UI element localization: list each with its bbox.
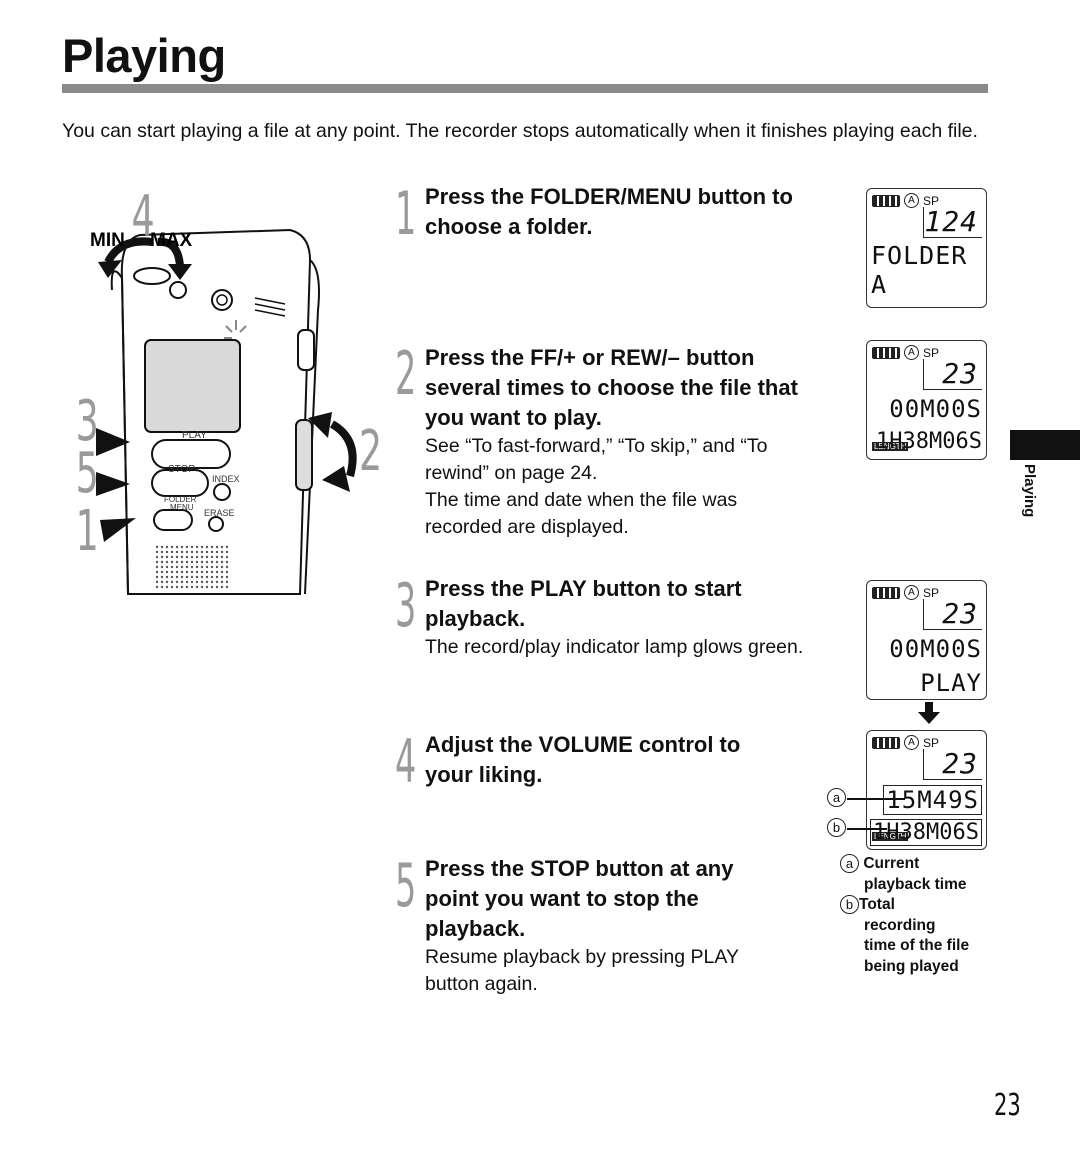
status-readout: PLAY [920, 669, 982, 697]
step-5-title-line: point you want to stop the [425, 886, 699, 911]
callout-2: 2 [359, 419, 382, 484]
marker-b-line [847, 828, 887, 830]
step-5-body-line: Resume playback by pressing PLAY [425, 946, 739, 968]
step-5: Press the STOP button at any point you w… [425, 854, 845, 998]
step-3-number: 3 [395, 571, 417, 641]
length-readout: 1H38M06S [876, 429, 982, 454]
legend-a-line: playback time [864, 875, 967, 893]
callout-4: 4 [132, 184, 155, 249]
legend-b-line: time of the file [864, 937, 970, 954]
index-label: INDEX [212, 474, 240, 484]
menu-label: MENU [170, 503, 194, 512]
step-2: Press the FF/+ or REW/– button several t… [425, 343, 855, 541]
callout-1: 1 [76, 499, 99, 564]
step-3-title-line: Press the PLAY button to start [425, 576, 742, 601]
section-tab-label: Playing [1021, 464, 1038, 518]
legend-b-line: being played [864, 957, 959, 975]
min-label: MIN [90, 230, 125, 251]
step-4-title-line: your liking. [425, 762, 543, 787]
battery-icon [872, 346, 900, 359]
step-4: Adjust the VOLUME control to your liking… [425, 730, 845, 790]
step-5-body-line: button again. [425, 973, 538, 995]
step-4-title-line: Adjust the VOLUME control to [425, 732, 741, 757]
lcd-display-file: A SP 23 00M00S LENGTH 1H38M06S [866, 340, 987, 460]
step-3-title-line: playback. [425, 606, 526, 631]
legend-b-line: recording [864, 916, 936, 934]
file-number: 23 [942, 747, 978, 780]
lcd-display-playing: A SP 23 15M49S LENGTH 1H38M06S [866, 730, 987, 850]
step-5-number: 5 [395, 851, 417, 921]
speaker-grille [156, 545, 228, 590]
mode-indicator: SP [923, 193, 940, 208]
battery-icon [872, 194, 900, 207]
marker-a: a [827, 788, 846, 807]
step-2-number: 2 [395, 339, 417, 409]
stop-label: STOP [168, 464, 195, 475]
callout-5: 5 [76, 441, 99, 506]
step-2-title-line: several times to choose the file that [425, 375, 798, 400]
file-number: 124 [924, 205, 978, 238]
step-2-body-line: See “To fast-forward,” “To skip,” and “T… [425, 435, 768, 457]
step-2-body-line: rewind” on page 24. [425, 462, 598, 484]
length-tag: LENGTH [872, 442, 909, 451]
lcd-display-folder: A SP 124 FOLDER A [866, 188, 987, 308]
folder-indicator: A [904, 735, 919, 750]
current-time-readout: 15M49S [883, 785, 982, 815]
battery-icon [872, 736, 900, 749]
folder-label: FOLDER [164, 495, 197, 504]
total-length-readout: 1H38M06S [870, 819, 982, 846]
length-tag: LENGTH [872, 832, 909, 841]
file-number: 23 [942, 357, 978, 390]
step-2-title-line: you want to play. [425, 405, 602, 430]
step-1-title-line: choose a folder. [425, 214, 593, 239]
marker-a-line [847, 798, 905, 800]
mode-indicator: SP [923, 585, 940, 600]
callout-3: 3 [76, 389, 99, 454]
time-readout: 00M00S [889, 395, 982, 423]
mode-indicator: SP [923, 735, 940, 750]
page-number: 23 [994, 1088, 1021, 1123]
intro-paragraph: You can start playing a file at any poin… [62, 120, 978, 142]
file-number: 23 [942, 597, 978, 630]
step-2-body-line: The time and date when the file was [425, 489, 738, 511]
legend-a-marker: a [840, 854, 859, 873]
erase-label: ERASE [204, 508, 235, 518]
arrow-down-icon [918, 702, 940, 724]
legend-b-line: Total [859, 896, 895, 913]
legend-b-marker: b [840, 895, 859, 914]
lcd-display-play: A SP 23 00M00S PLAY [866, 580, 987, 700]
max-label: MAX [150, 230, 193, 251]
folder-indicator: A [904, 193, 919, 208]
step-4-number: 4 [395, 727, 417, 797]
folder-line: FOLDER A [871, 241, 968, 299]
recorder-illustration: PLAY STOP INDEX FOLDER MENU ERASE 4 3 5 … [76, 184, 382, 595]
step-2-title-line: Press the FF/+ or REW/– button [425, 345, 755, 370]
step-1-number: 1 [395, 179, 417, 249]
mode-indicator: SP [923, 345, 940, 360]
step-1-title-line: Press the FOLDER/MENU button to [425, 184, 793, 209]
step-3-body-line: The record/play indicator lamp glows gre… [425, 636, 804, 658]
step-3: Press the PLAY button to start playback.… [425, 574, 865, 661]
play-label: PLAY [182, 430, 207, 441]
folder-indicator: A [904, 585, 919, 600]
time-readout: 00M00S [889, 635, 982, 663]
step-1: Press the FOLDER/MENU button to choose a… [425, 182, 845, 242]
step-2-body-line: recorded are displayed. [425, 516, 629, 538]
marker-b: b [827, 818, 846, 837]
step-5-title-line: playback. [425, 916, 526, 941]
step-5-title-line: Press the STOP button at any [425, 856, 734, 881]
title-rule [62, 84, 988, 93]
battery-icon [872, 586, 900, 599]
section-tab-marker [1010, 430, 1080, 460]
page-title: Playing [62, 29, 226, 82]
legend-a-line: Current [863, 855, 920, 872]
folder-indicator: A [904, 345, 919, 360]
